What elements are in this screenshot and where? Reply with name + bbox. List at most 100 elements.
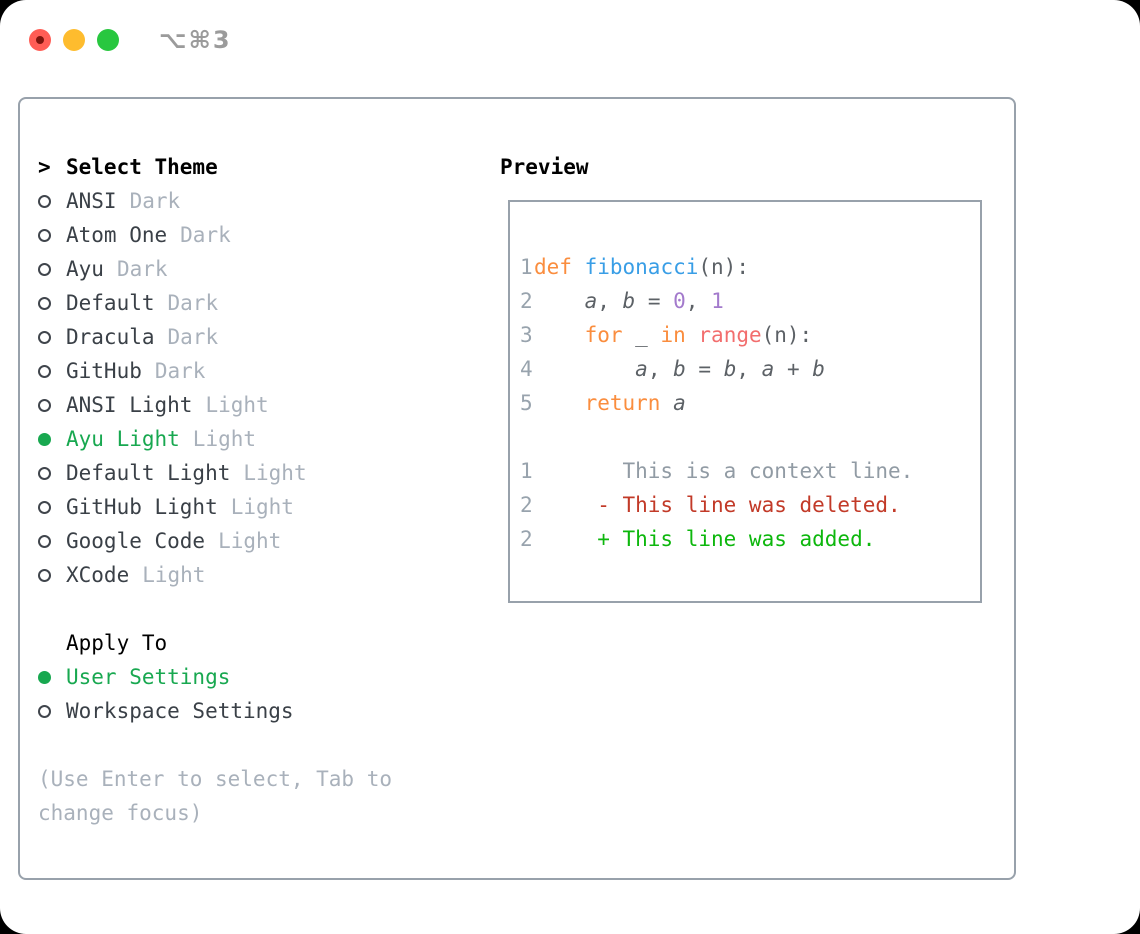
theme-variant-badge: Dark (116, 257, 168, 281)
code-token: for (584, 323, 623, 347)
radio-circle (38, 466, 51, 480)
apply-to-header: Apply To (38, 626, 478, 660)
line-number: 1 (520, 459, 533, 483)
theme-variant-badge: Dark (154, 359, 206, 383)
code-line: 2 - This line was deleted. (520, 488, 913, 522)
radio-circle (38, 534, 51, 548)
code-line: 2 + This line was added. (520, 522, 913, 556)
code-token: , (597, 289, 623, 313)
code-token: + This line was added. (534, 527, 876, 551)
code-token: 0 (673, 289, 686, 313)
radio-icon (38, 500, 66, 514)
theme-name: Ayu Light (66, 427, 180, 451)
code-token: b (812, 357, 825, 381)
close-button[interactable] (29, 29, 51, 51)
radio-icon (38, 466, 66, 480)
theme-option[interactable]: ANSI Dark (38, 184, 478, 218)
theme-name: Google Code (66, 529, 206, 553)
theme-name: ANSI (66, 189, 117, 213)
radio-icon (38, 568, 66, 582)
theme-name: XCode (66, 563, 130, 587)
code-token: b (622, 289, 636, 313)
window-titlebar: ⌥⌘3 (29, 26, 232, 54)
code-token (534, 323, 585, 347)
code-token: range (698, 323, 762, 347)
theme-option[interactable]: Ayu Light Light (38, 422, 478, 456)
radio-circle (38, 704, 51, 718)
code-token: 1 (711, 289, 724, 313)
radio-icon (38, 228, 66, 242)
theme-variant-badge: Light (192, 427, 257, 451)
code-line: 3 for _ in range(n): (520, 318, 913, 352)
code-token: = (685, 357, 724, 381)
code-line: 5 return a (520, 386, 913, 420)
theme-variant-badge: Light (205, 393, 269, 417)
code-token: return (584, 391, 661, 415)
code-token: fibonacci (584, 255, 699, 279)
line-number: 3 (520, 323, 533, 347)
prompt-icon: > (38, 155, 51, 179)
code-line (520, 420, 913, 454)
code-token: a (635, 357, 648, 381)
zoom-button[interactable] (97, 29, 119, 51)
radio-circle (38, 500, 51, 514)
radio-circle (38, 262, 51, 276)
apply-option[interactable]: Workspace Settings (38, 694, 478, 728)
radio-circle (38, 568, 51, 582)
theme-name: Default Light (66, 461, 231, 485)
code-token: b (673, 357, 686, 381)
code-token: , (736, 357, 762, 381)
theme-option[interactable]: Google Code Light (38, 524, 478, 558)
code-token (660, 391, 673, 415)
theme-variant-badge: Dark (129, 189, 181, 213)
theme-option[interactable]: XCode Light (38, 558, 478, 592)
minimize-button[interactable] (63, 29, 85, 51)
theme-variant-badge: Dark (167, 291, 219, 315)
radio-icon (38, 364, 66, 378)
theme-name: ANSI Light (66, 393, 193, 417)
radio-circle (38, 432, 51, 446)
code-token (686, 323, 699, 347)
radio-icon (38, 194, 66, 208)
select-theme-header: > Select Theme (38, 150, 478, 184)
prompt-marker: > (38, 150, 66, 184)
radio-circle (38, 330, 51, 344)
radio-circle (38, 670, 51, 684)
radio-circle (38, 194, 51, 208)
window-title-shortcut: ⌥⌘3 (159, 26, 232, 54)
apply-option-label: User Settings (66, 665, 231, 689)
theme-variant-badge: Light (142, 563, 206, 587)
radio-circle (38, 296, 51, 310)
page-title: Select Theme (66, 155, 218, 179)
code-line: 1 This is a context line. (520, 454, 913, 488)
keyboard-hint: (Use Enter to select, Tab to change focu… (38, 767, 393, 825)
apply-option-label: Workspace Settings (66, 699, 294, 723)
code-token: = (635, 289, 674, 313)
code-token: (n): (761, 323, 813, 347)
code-token: - This line was deleted. (534, 493, 901, 517)
theme-variant-badge: Light (218, 529, 282, 553)
line-number: 2 (520, 289, 533, 313)
radio-icon (38, 398, 66, 412)
code-token (572, 255, 585, 279)
code-line: 4 a, b = b, a + b (520, 352, 913, 386)
theme-option[interactable]: ANSI Light Light (38, 388, 478, 422)
radio-circle (38, 364, 51, 378)
preview-title: Preview (500, 155, 589, 179)
line-number: 4 (520, 357, 533, 381)
apply-option[interactable]: User Settings (38, 660, 478, 694)
radio-icon (38, 704, 66, 718)
radio-selected-icon (38, 432, 66, 446)
code-token (534, 391, 585, 415)
